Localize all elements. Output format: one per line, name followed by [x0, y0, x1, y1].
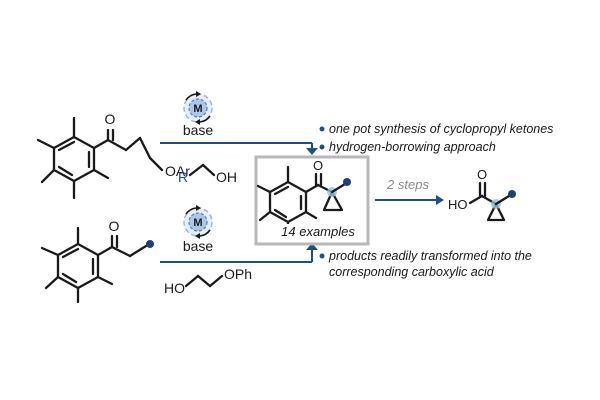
catalyst-metal-top: M: [193, 103, 202, 115]
bottom-reaction-arrow: [160, 243, 318, 263]
reagent-oh-label: OH: [216, 169, 237, 185]
reagent-ho-label: HO: [164, 280, 185, 296]
acid-dot: [508, 190, 516, 198]
product-ketone-oxygen: O: [313, 158, 323, 173]
bottom-alcohol-reagent: HO OPh: [164, 266, 252, 296]
examples-label: 14 examples: [281, 224, 355, 239]
carboxylic-acid: HO O: [448, 167, 516, 222]
bullet-icon: [319, 144, 325, 150]
catalyst-icon-bottom: M: [183, 205, 213, 239]
top-substrate: O OAr: [36, 111, 190, 200]
bottom-substrate: O: [40, 218, 154, 304]
bottom-ketone-oxygen: O: [109, 218, 120, 234]
steps-label: 2 steps: [386, 177, 429, 192]
top-oar-label: OAr: [165, 163, 190, 179]
product-box: O 14 examples: [254, 155, 370, 246]
reagent-oph-label: OPh: [224, 266, 252, 282]
highlight-1: one pot synthesis of cyclopropyl ketones: [329, 122, 553, 136]
highlight-3-line2: corresponding carboxylic acid: [329, 265, 495, 279]
bullet-icon: [319, 253, 325, 259]
top-ketone-oxygen: O: [105, 111, 116, 127]
base-label-bottom: base: [183, 238, 214, 254]
bottom-substrate-dot: [146, 240, 154, 248]
base-label-top: base: [183, 122, 214, 138]
acid-ho-label: HO: [448, 197, 468, 212]
bullet-icon: [319, 126, 325, 132]
acid-oxygen: O: [477, 167, 487, 182]
catalyst-metal-bottom: M: [193, 217, 202, 229]
reagent-r-label: R: [178, 169, 188, 185]
top-alcohol-reagent: R OH: [178, 163, 237, 185]
highlight-2: hydrogen-borrowing approach: [329, 140, 496, 154]
product-dot: [343, 178, 351, 186]
steps-arrow: [375, 195, 444, 205]
highlight-list: one pot synthesis of cyclopropyl ketones…: [319, 122, 553, 279]
highlight-3-line1: products readily transformed into the: [328, 249, 532, 263]
top-reaction-arrow: [160, 142, 318, 155]
catalyst-icon-top: M: [183, 91, 213, 125]
